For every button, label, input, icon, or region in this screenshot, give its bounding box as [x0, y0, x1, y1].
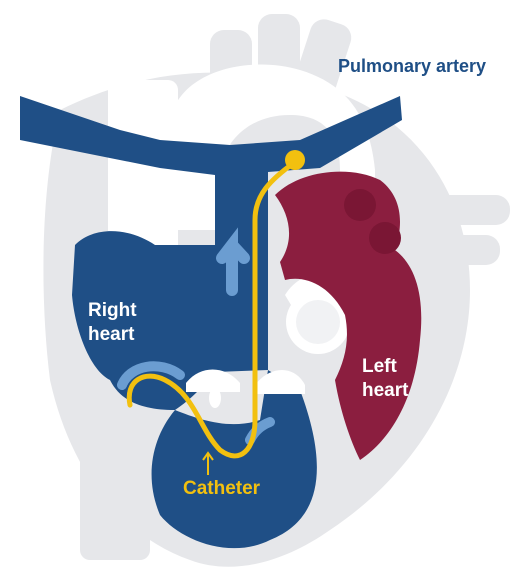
label-pulmonary-artery: Pulmonary artery — [338, 56, 486, 76]
catheter-tip — [285, 150, 305, 170]
label-right-heart-line2: heart — [88, 324, 135, 345]
label-left-heart-line1: Left — [362, 356, 398, 377]
label-catheter: Catheter — [183, 478, 261, 499]
label-right-heart-line1: Right — [88, 300, 137, 321]
label-left-heart-line2: heart — [362, 380, 409, 401]
